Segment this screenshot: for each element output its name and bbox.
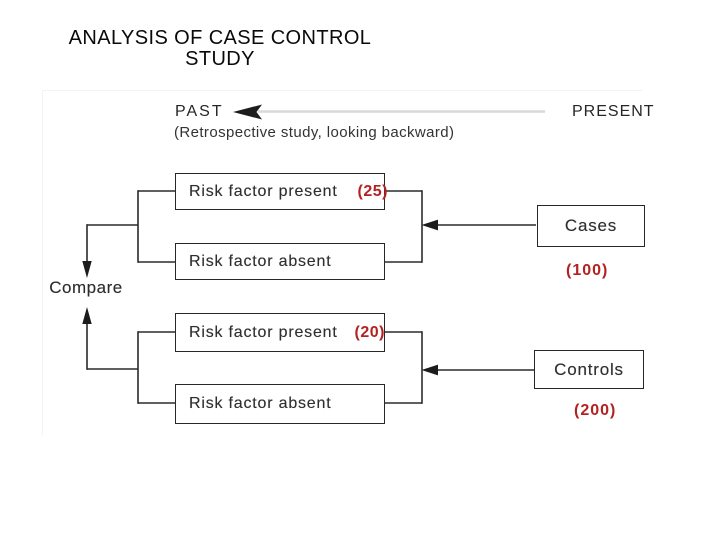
controls-label: Controls — [554, 359, 624, 379]
risk-factor-present-cases-box: Risk factor present (25) — [175, 173, 388, 210]
down-arrow-icon — [82, 261, 92, 278]
controls-count: (200) — [574, 402, 617, 419]
scan-border-left — [42, 90, 43, 435]
timeline-past-label: PAST — [175, 103, 224, 120]
risk-factor-present-controls-count: (20) — [354, 323, 385, 341]
risk-factor-absent-cases-box: Risk factor absent — [175, 243, 385, 280]
risk-factor-present-controls-label: Risk factor present — [189, 323, 338, 341]
timeline-present-label: PRESENT — [572, 103, 655, 120]
risk-factor-absent-cases-label: Risk factor absent — [189, 252, 332, 270]
left-arrow-icon — [233, 104, 262, 120]
cases-arrowhead-icon — [421, 219, 438, 231]
controls-arrowhead-icon — [421, 364, 438, 376]
cases-label: Cases — [564, 216, 618, 235]
risk-factor-present-controls-box: Risk factor present (20) — [175, 313, 385, 352]
up-arrow-icon — [82, 307, 92, 324]
compare-label: Compare — [49, 278, 123, 297]
cases-box: Cases — [537, 205, 645, 247]
bracket-lines — [86, 190, 536, 404]
risk-factor-present-cases-count: (25) — [357, 182, 388, 200]
controls-box: Controls — [534, 350, 644, 389]
cases-count: (100) — [566, 262, 609, 279]
page-title-line2: STUDY — [185, 48, 255, 70]
risk-factor-present-cases-label: Risk factor present — [189, 182, 338, 200]
page-title: ANALYSIS OF CASE CONTROL STUDY — [55, 28, 385, 70]
scan-border-top — [42, 90, 642, 91]
risk-factor-absent-controls-label: Risk factor absent — [189, 395, 332, 412]
timeline-caption: (Retrospective study, looking backward) — [174, 124, 455, 141]
page-title-line1: ANALYSIS OF CASE CONTROL — [68, 27, 372, 49]
risk-factor-absent-controls-box: Risk factor absent — [175, 384, 385, 424]
